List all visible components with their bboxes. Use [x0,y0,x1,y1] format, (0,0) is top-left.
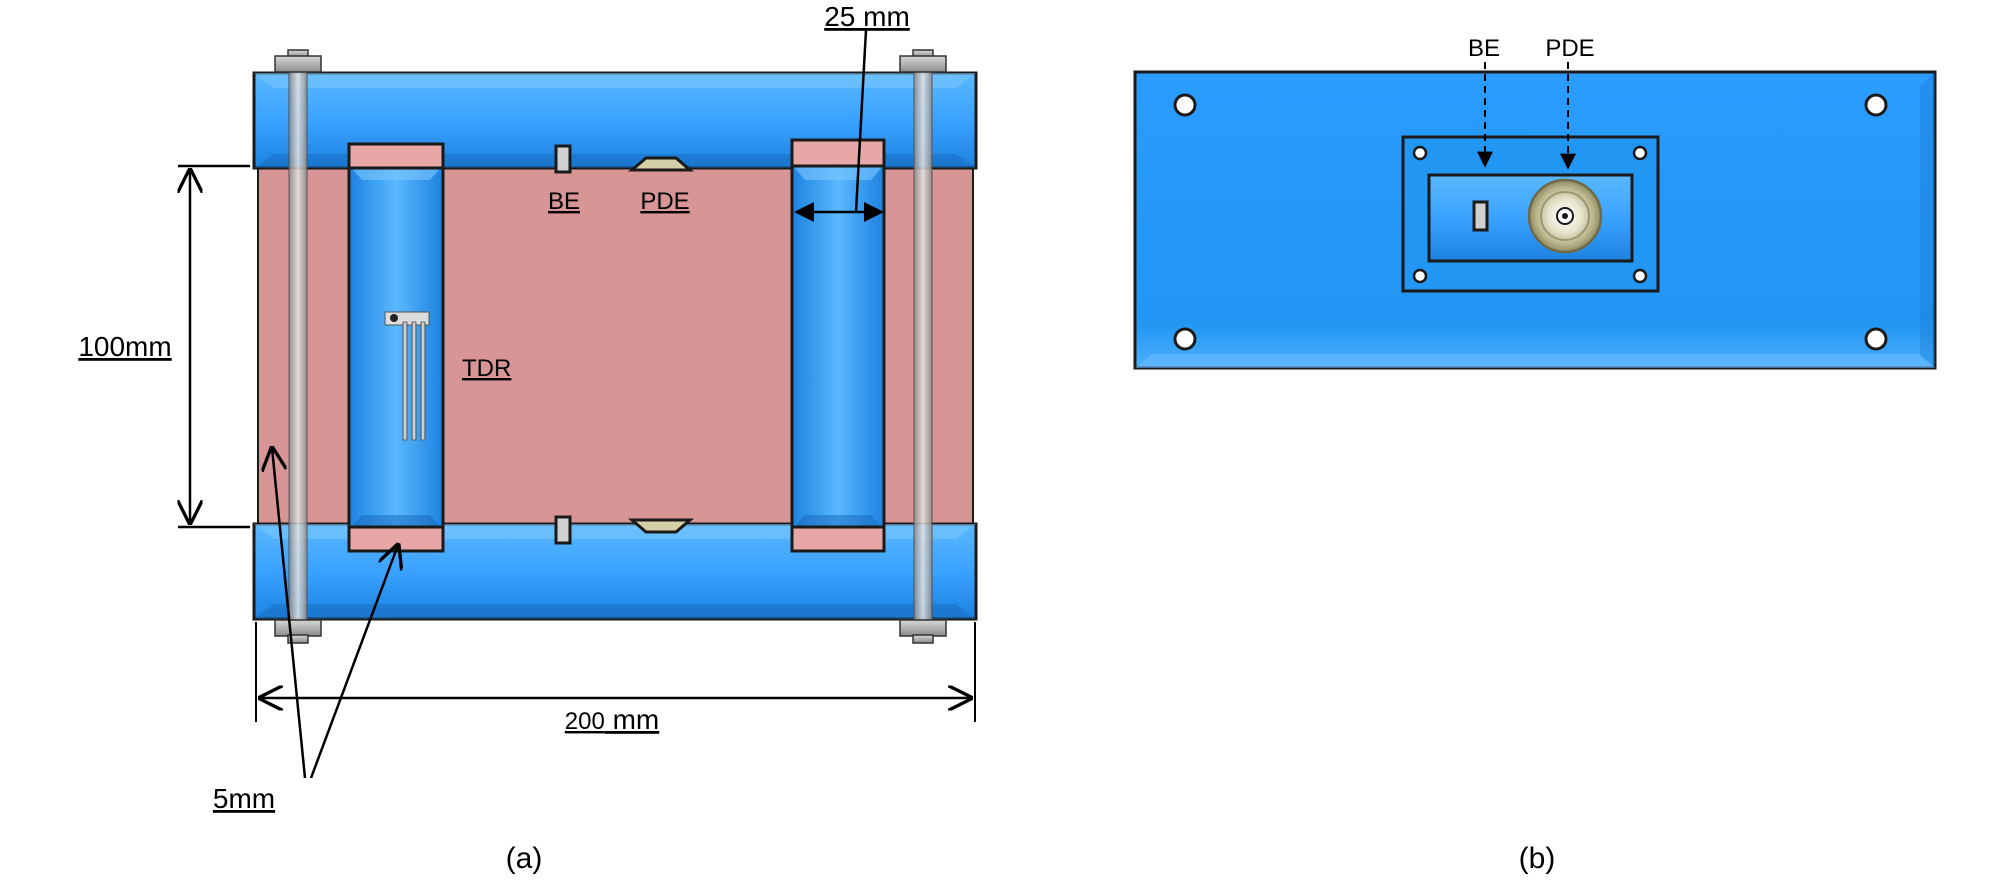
mount-screw-bl [1412,268,1428,284]
label-25mm: 25 mm [824,1,910,32]
hole-bottom-right [1864,327,1888,351]
bender-element-plan [1472,200,1489,232]
mount-screw-tr [1632,145,1648,161]
mount-screw-br [1632,268,1648,284]
label-200mm-num: 200 [565,708,605,735]
pde-bottom [627,518,695,534]
mount-screw-tl [1412,145,1428,161]
hole-top-right [1864,93,1888,117]
arrow-5mm-soil [272,448,307,779]
bender-element-bottom [554,515,572,545]
arrow-5mm-insert [309,545,398,779]
label-200mm-unit: mm [605,704,659,735]
clamp-top-right [899,49,947,73]
left-steel-rod [288,57,308,631]
clamp-bottom-right [899,619,947,644]
caption-a: (a) [506,842,543,875]
label-pde-a: PDE [640,188,689,215]
hole-bottom-left [1173,327,1197,351]
label-5mm: 5mm [213,783,275,814]
base-plate [1133,70,1937,370]
left-blue-insert [347,142,445,553]
clamp-bottom-left [274,619,322,644]
panel-b: BE PDE (b) [1133,35,1937,875]
right-steel-rod [913,57,933,631]
label-100mm: 100mm [78,331,171,362]
label-200mm: 200 mm [565,704,659,735]
label-pde-b: PDE [1545,35,1594,62]
pde-top [627,156,695,172]
right-blue-insert [790,138,886,553]
panel-a: BE PDE TDR 25 mm 100mm 200 mm 5mm (a) [78,1,978,875]
leader-25mm [854,29,868,213]
label-be-b: BE [1468,35,1500,62]
pde-disc [1527,178,1603,254]
hole-top-left [1173,93,1197,117]
caption-b: (b) [1519,842,1556,875]
bender-element-top [554,144,572,174]
label-tdr: TDR [462,355,511,382]
clamp-top-left [274,49,322,73]
label-be-a: BE [548,188,580,215]
tdr-probe [384,311,430,441]
